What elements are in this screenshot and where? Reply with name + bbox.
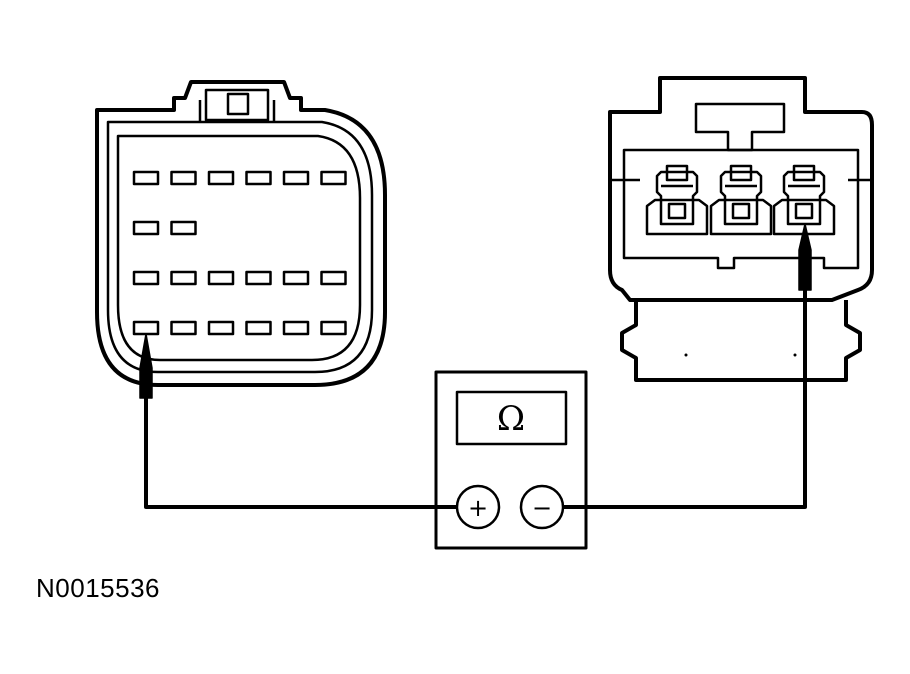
right-connector <box>608 76 874 382</box>
positive-terminal-label: + <box>468 494 488 522</box>
pin-cavity <box>132 320 160 336</box>
pin-cavity <box>282 320 310 336</box>
negative-terminal-label: − <box>532 494 552 522</box>
left-connector-pins <box>132 170 347 336</box>
ohmmeter-body <box>434 370 588 550</box>
right-connector-terminals <box>645 164 836 236</box>
pin-cavity <box>170 270 197 286</box>
pin-cavity <box>282 170 310 186</box>
right-connector-key <box>694 102 786 152</box>
pin-cavity <box>207 320 235 336</box>
positive-probe <box>139 333 153 399</box>
left-connector-housing <box>95 80 387 387</box>
pin-cavity <box>132 270 160 286</box>
left-connector-inner-wall <box>106 120 374 374</box>
pin-cavity <box>132 170 160 186</box>
positive-lead <box>144 395 457 509</box>
terminal-cavity <box>772 164 836 236</box>
right-connector-body <box>620 300 862 382</box>
pin-cavity <box>245 170 272 186</box>
pin-cavity <box>320 170 347 186</box>
negative-lead <box>563 270 807 509</box>
test-leads <box>144 270 807 509</box>
pin-cavity <box>282 270 310 286</box>
left-connector <box>95 80 387 387</box>
right-connector-chamber <box>622 148 860 270</box>
figure-id: N0015536 <box>36 573 160 603</box>
pin-cavity <box>132 220 160 236</box>
ohmmeter-display <box>455 390 568 446</box>
pin-cavity <box>245 320 272 336</box>
pin-cavity <box>320 320 347 336</box>
negative-probe <box>798 223 812 291</box>
pin-cavity <box>170 220 197 236</box>
right-connector-housing <box>608 76 874 302</box>
left-connector-pin-face <box>116 134 362 362</box>
left-connector-latch <box>198 88 276 122</box>
terminal-cavity <box>645 164 709 236</box>
pin-cavity <box>245 270 272 286</box>
terminal-cavity <box>709 164 773 236</box>
ohmmeter: Ω + − <box>434 370 588 550</box>
pin-cavity <box>207 270 235 286</box>
ohm-symbol: Ω <box>497 399 525 439</box>
pin-cavity <box>207 170 235 186</box>
pin-cavity <box>170 320 197 336</box>
pin-cavity <box>320 270 347 286</box>
pin-cavity <box>170 170 197 186</box>
